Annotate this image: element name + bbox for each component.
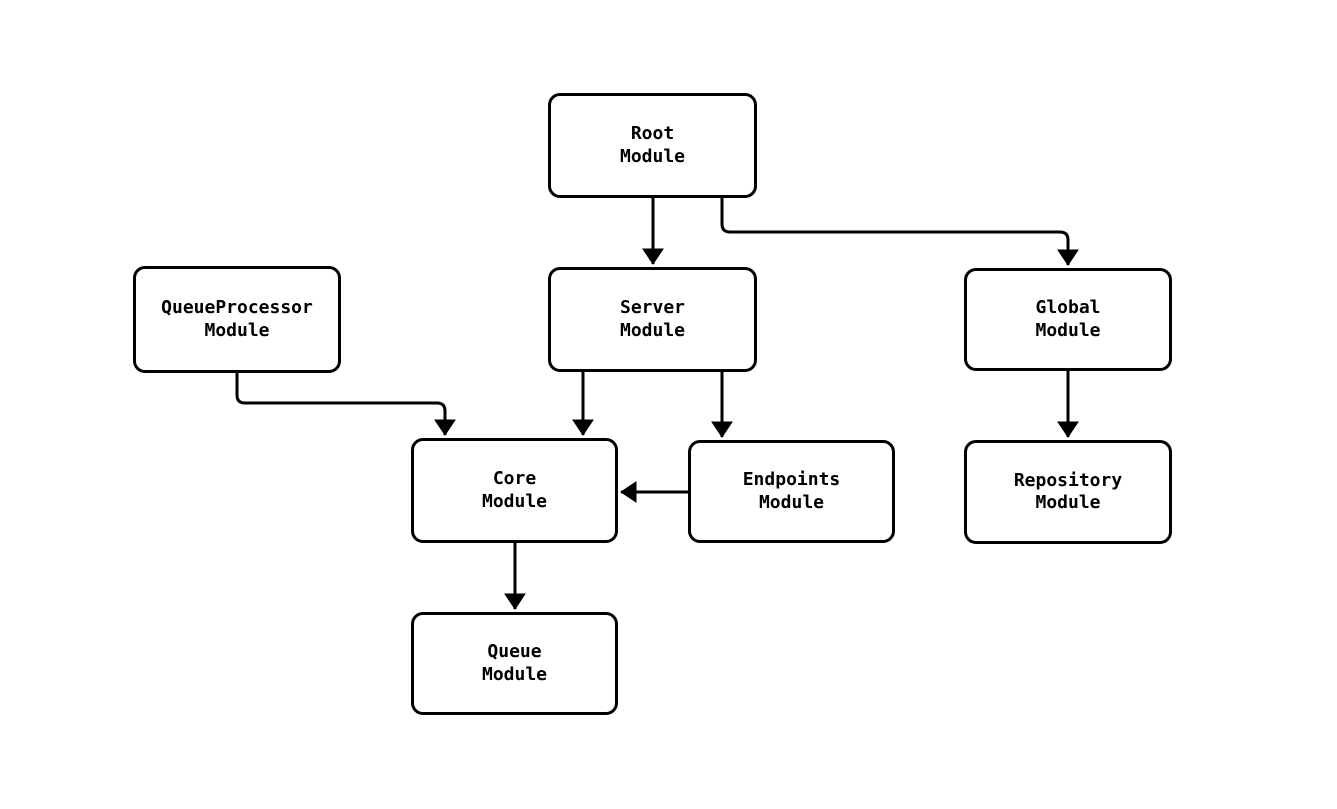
node-global-module: Global Module — [964, 268, 1172, 371]
node-queue-module-label: Queue Module — [481, 641, 548, 685]
node-server-module: Server Module — [548, 267, 757, 372]
node-repository-module-label: Repository Module — [1013, 469, 1123, 514]
node-core-module-label: Core Module — [481, 468, 548, 512]
node-global-module-label: Global Module — [1035, 297, 1101, 341]
node-endpoints-module-label: Endpoints Module — [742, 469, 841, 513]
node-root-module: Root Module — [548, 93, 757, 198]
node-root-module-label: Root Module — [619, 123, 686, 167]
node-core-module: Core Module — [411, 438, 618, 543]
node-queueprocessor-module: QueueProcessor Module — [133, 266, 341, 373]
edge-queueprocessor-to-core — [235, 373, 456, 436]
node-repository-module: Repository Module — [964, 440, 1172, 544]
edge-root-to-global — [720, 198, 1079, 266]
node-endpoints-module: Endpoints Module — [688, 440, 895, 543]
node-server-module-label: Server Module — [619, 297, 686, 341]
node-queueprocessor-module-label: QueueProcessor Module — [161, 297, 313, 341]
node-queue-module: Queue Module — [411, 612, 618, 715]
